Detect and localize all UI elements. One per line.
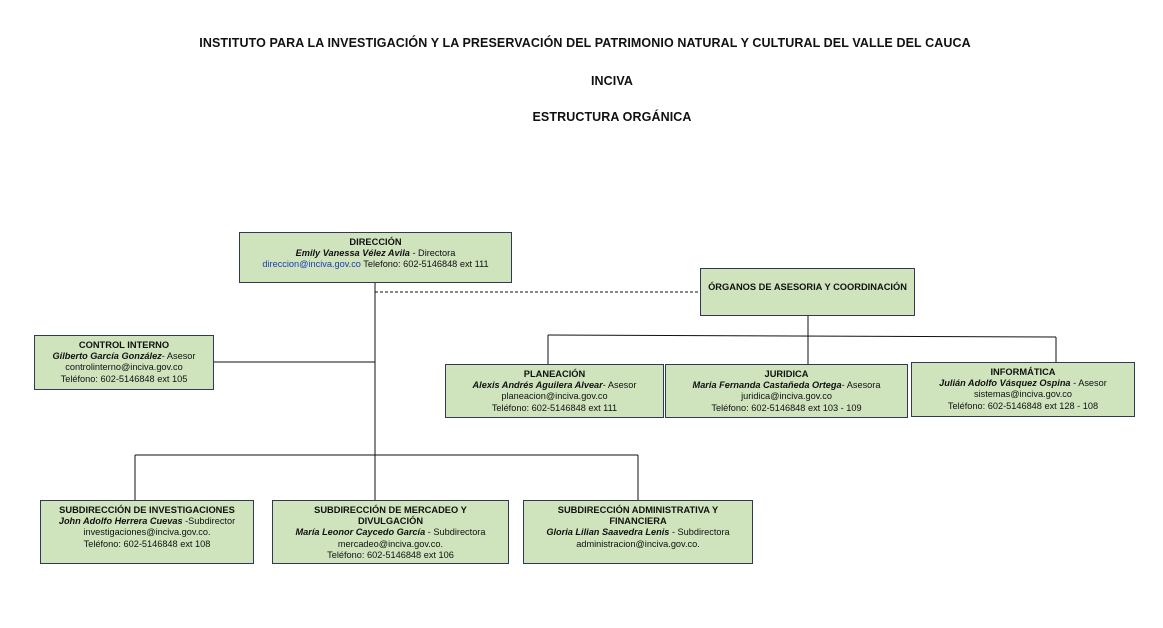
mercadeo-title: SUBDIRECCIÓN DE MERCADEO Y DIVULGACIÓN — [314, 505, 467, 527]
juridica-email[interactable]: juridica@inciva.gov.co — [741, 391, 832, 402]
planeacion-box: PLANEACIÓN Alexis Andrés Aguilera Alvear… — [445, 364, 664, 418]
control-interno-box: CONTROL INTERNO Gilberto García González… — [34, 335, 214, 390]
asesoria-bus-line — [547, 334, 1057, 338]
juridica-role: - Asesora — [841, 380, 881, 391]
organos-box: ÓRGANOS DE ASESORIA Y COORDINACIÓN — [700, 268, 915, 316]
juridica-box: JURIDICA Maria Fernanda Castañeda Ortega… — [665, 364, 908, 418]
informatica-name: Julián Adolfo Vásquez Ospina — [939, 378, 1071, 389]
control-role: - Asesor — [161, 351, 196, 362]
mercadeo-phone: Teléfono: 602-5146848 ext 106 — [327, 549, 454, 560]
planeacion-role: - Asesor — [602, 380, 637, 391]
direccion-email[interactable]: direccion@inciva.gov.co — [262, 259, 361, 270]
administrativa-box: SUBDIRECCIÓN ADMINISTRATIVA Y FINANCIERA… — [523, 500, 753, 564]
administrativa-name: Gloria Lilian Saavedra Lenis — [546, 527, 670, 538]
juridica-name: Maria Fernanda Castañeda Ortega — [692, 380, 842, 391]
mercadeo-email[interactable]: mercadeo@inciva.gov.co. — [337, 538, 444, 549]
planeacion-phone: Teléfono: 602-5146848 ext 111 — [491, 402, 618, 413]
control-name: Gilberto García González — [52, 351, 162, 362]
investigaciones-email[interactable]: investigaciones@inciva.gov.co. — [83, 527, 211, 538]
informatica-email[interactable]: sistemas@inciva.gov.co — [973, 389, 1072, 400]
juridica-phone: Teléfono: 602-5146848 ext 103 - 109 — [711, 402, 862, 413]
control-email[interactable]: controlinterno@inciva.gov.co — [65, 362, 183, 373]
investigaciones-title: SUBDIRECCIÓN DE INVESTIGACIONES — [59, 505, 235, 515]
informatica-title: INFORMÁTICA — [990, 367, 1056, 377]
org-title: INSTITUTO PARA LA INVESTIGACIÓN Y LA PRE… — [199, 36, 971, 50]
direccion-phone: Telefono: 602-5146848 ext 111 — [360, 259, 489, 270]
planeacion-name: Alexis Andrés Aguilera Alvear — [472, 380, 603, 391]
organos-title: ÓRGANOS DE ASESORIA Y COORDINACIÓN — [708, 282, 907, 292]
investigaciones-name: John Adolfo Herrera Cuevas — [58, 516, 183, 527]
mercadeo-name: María Leonor Caycedo García — [295, 527, 426, 538]
investigaciones-box: SUBDIRECCIÓN DE INVESTIGACIONES John Ado… — [40, 500, 254, 564]
planeacion-email[interactable]: planeacion@inciva.gov.co — [501, 391, 608, 402]
informatica-box: INFORMÁTICA Julián Adolfo Vásquez Ospina… — [911, 362, 1135, 417]
mercadeo-box: SUBDIRECCIÓN DE MERCADEO Y DIVULGACIÓN M… — [272, 500, 509, 564]
org-acronym: INCIVA — [590, 74, 634, 88]
direccion-name: Emily Vanessa Vélez Avila — [295, 248, 410, 259]
control-phone: Teléfono: 602-5146848 ext 105 — [60, 373, 188, 384]
informatica-role: - Asesor — [1070, 378, 1107, 389]
informatica-phone: Teléfono: 602-5146848 ext 128 - 108 — [947, 400, 1099, 411]
direccion-box: DIRECCIÓN Emily Vanessa Vélez Avila - Di… — [239, 232, 512, 283]
chart-subtitle: ESTRUCTURA ORGÁNICA — [532, 110, 692, 124]
direccion-title: DIRECCIÓN — [349, 237, 402, 247]
administrativa-role: - Subdirectora — [669, 527, 730, 538]
administrativa-email[interactable]: administracion@inciva.gov.co. — [576, 538, 700, 549]
juridica-title: JURIDICA — [764, 369, 809, 379]
mercadeo-role: - Subdirectora — [425, 527, 486, 538]
administrativa-title: SUBDIRECCIÓN ADMINISTRATIVA Y FINANCIERA — [557, 505, 719, 527]
investigaciones-phone: Teléfono: 602-5146848 ext 108 — [83, 538, 211, 549]
investigaciones-role: -Subdirector — [182, 516, 236, 527]
control-title: CONTROL INTERNO — [78, 340, 170, 350]
direccion-role: - Directora — [409, 248, 456, 259]
planeacion-title: PLANEACIÓN — [523, 369, 586, 379]
